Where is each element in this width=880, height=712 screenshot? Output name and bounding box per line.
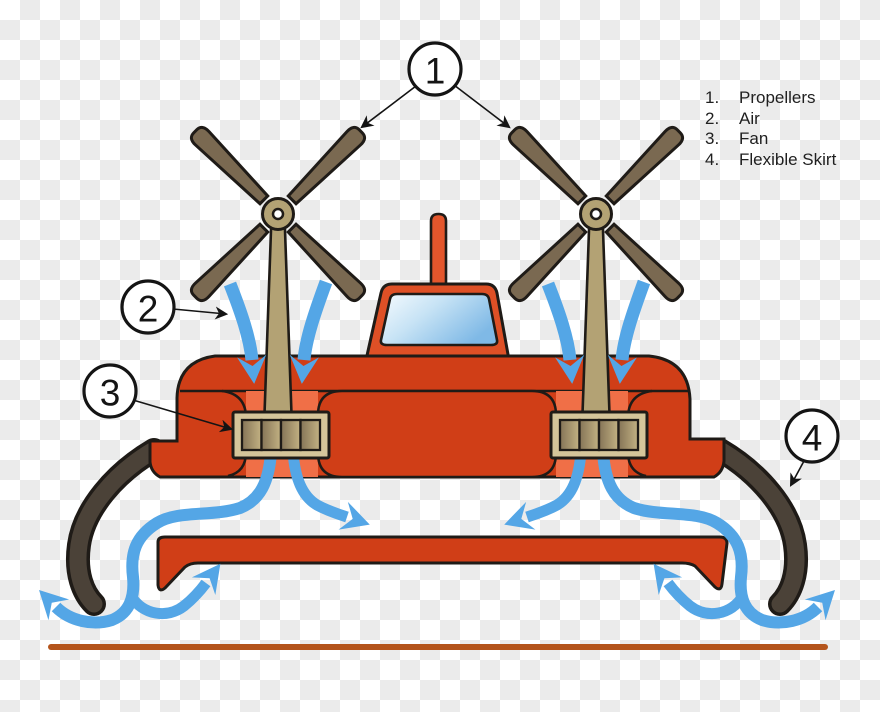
- cabin-window: [379, 292, 499, 347]
- callout-1-arrow-left: [360, 85, 417, 129]
- legend-item-number: 1.: [705, 88, 720, 107]
- callout-4-circle: [784, 408, 840, 464]
- callout-circles: 1 2 3 4: [82, 41, 840, 464]
- ground-line: [48, 644, 828, 650]
- callout-3-label: 3: [100, 373, 121, 414]
- callout-4-arrow: [789, 460, 805, 487]
- legend: 1. Propellers 2. Air 3. Fan 4. Flexible …: [705, 88, 836, 170]
- legend-item-number: 3.: [705, 129, 720, 148]
- callout-3-arrow: [132, 399, 234, 433]
- left-skirt: [66, 438, 166, 616]
- callout-4-label: 4: [802, 418, 823, 459]
- callout-3-circle: [82, 363, 138, 419]
- legend-item-label: Propellers: [739, 88, 816, 107]
- legend-item: 4. Flexible Skirt: [705, 150, 836, 171]
- platform: [156, 535, 729, 592]
- legend-item-number: 4.: [705, 149, 720, 169]
- callout-2-circle: [120, 279, 176, 335]
- callout-2-arrow: [172, 306, 229, 320]
- legend-item-label: Fan: [739, 129, 769, 148]
- callout-2-label: 2: [138, 289, 159, 330]
- legend-item: 2. Air: [705, 109, 836, 130]
- right-fan-box: [549, 410, 649, 460]
- legend-item-label: Air: [739, 108, 760, 128]
- right-skirt: [708, 438, 808, 616]
- callout-1-arrow-right: [453, 84, 511, 129]
- legend-item: 3. Fan: [705, 129, 836, 150]
- callout-1-circle: [407, 41, 463, 97]
- antenna-mast: [429, 212, 448, 292]
- left-fan-box: [231, 410, 331, 460]
- callout-1-label: 1: [425, 51, 446, 92]
- legend-item-label: Flexible Skirt: [739, 149, 837, 169]
- hull-center-block: [316, 389, 558, 479]
- legend-item-number: 2.: [705, 108, 720, 128]
- callout-leaders: [132, 84, 805, 487]
- legend-item: 1. Propellers: [705, 88, 836, 109]
